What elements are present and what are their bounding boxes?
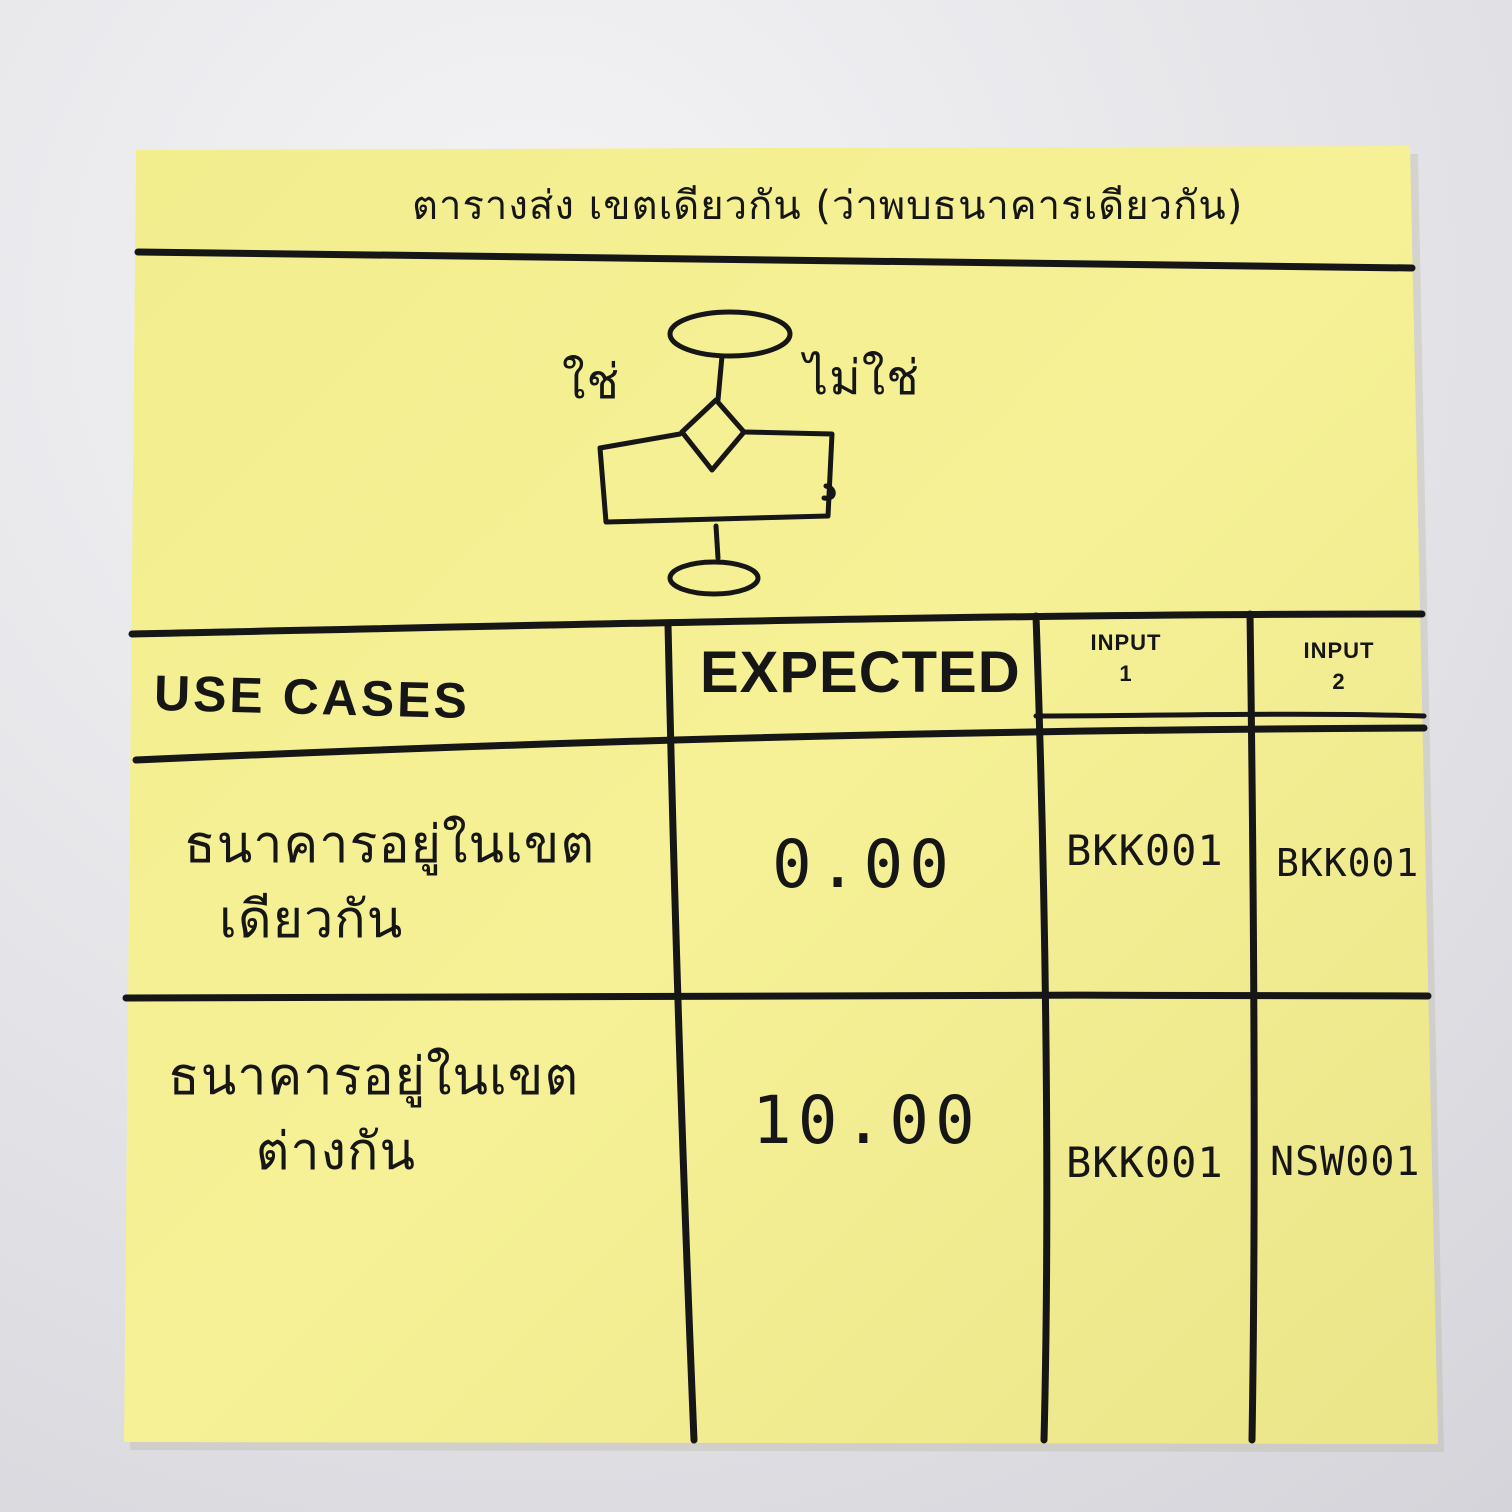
flowchart-no-label: ไม่ใช่ bbox=[804, 350, 920, 406]
header-divider bbox=[132, 724, 1428, 764]
header-input-2: INPUT 2 bbox=[1278, 636, 1400, 698]
title-underline bbox=[134, 248, 1416, 272]
header-input-2-text: INPUT 2 bbox=[1303, 638, 1375, 694]
row-1-use-case: ธนาคารอยู่ในเขต เดียวกัน bbox=[184, 815, 596, 951]
row-2-use-case: ธนาคารอยู่ในเขต ต่างกัน bbox=[168, 1047, 580, 1183]
note-title: ตารางส่ง เขตเดียวกัน (ว่าพบธนาคารเดียวกั… bbox=[412, 183, 1244, 229]
flowchart-sketch bbox=[597, 309, 836, 597]
flowchart-start-terminal bbox=[667, 309, 793, 359]
table-grid bbox=[122, 610, 1432, 1444]
row-1-expected: 0.00 bbox=[772, 826, 955, 903]
row-divider bbox=[122, 991, 1432, 1002]
row-1-input-2: BKK001 bbox=[1276, 841, 1420, 885]
flowchart-connector-top bbox=[715, 353, 725, 403]
flowchart-connector-bottom bbox=[713, 523, 721, 561]
row-2-input-2: NSW001 bbox=[1270, 1139, 1421, 1185]
header-input-1-text: INPUT 1 bbox=[1090, 630, 1162, 686]
flowchart-process-box bbox=[597, 429, 835, 525]
col-divider-1 bbox=[664, 620, 698, 1444]
paper bbox=[124, 146, 1438, 1444]
row-2-expected: 10.00 bbox=[752, 1082, 981, 1159]
flowchart-yes-label: ใช่ bbox=[562, 354, 621, 410]
table-top-line bbox=[128, 610, 1426, 638]
col-divider-2 bbox=[1032, 612, 1051, 1444]
header-input-1: INPUT 1 bbox=[1066, 628, 1186, 690]
header-use-cases: USE CASES bbox=[153, 664, 471, 730]
flowchart-decision-diamond bbox=[679, 397, 747, 473]
header-expected: EXPECTED bbox=[700, 640, 1021, 705]
input-header-underline bbox=[1033, 711, 1427, 719]
row-2-input-1: BKK001 bbox=[1066, 1138, 1224, 1187]
row-1-input-1: BKK001 bbox=[1066, 826, 1224, 875]
flowchart-end-terminal bbox=[667, 559, 761, 597]
col-divider-3 bbox=[1246, 610, 1258, 1444]
flowchart-box-curl bbox=[821, 483, 836, 501]
